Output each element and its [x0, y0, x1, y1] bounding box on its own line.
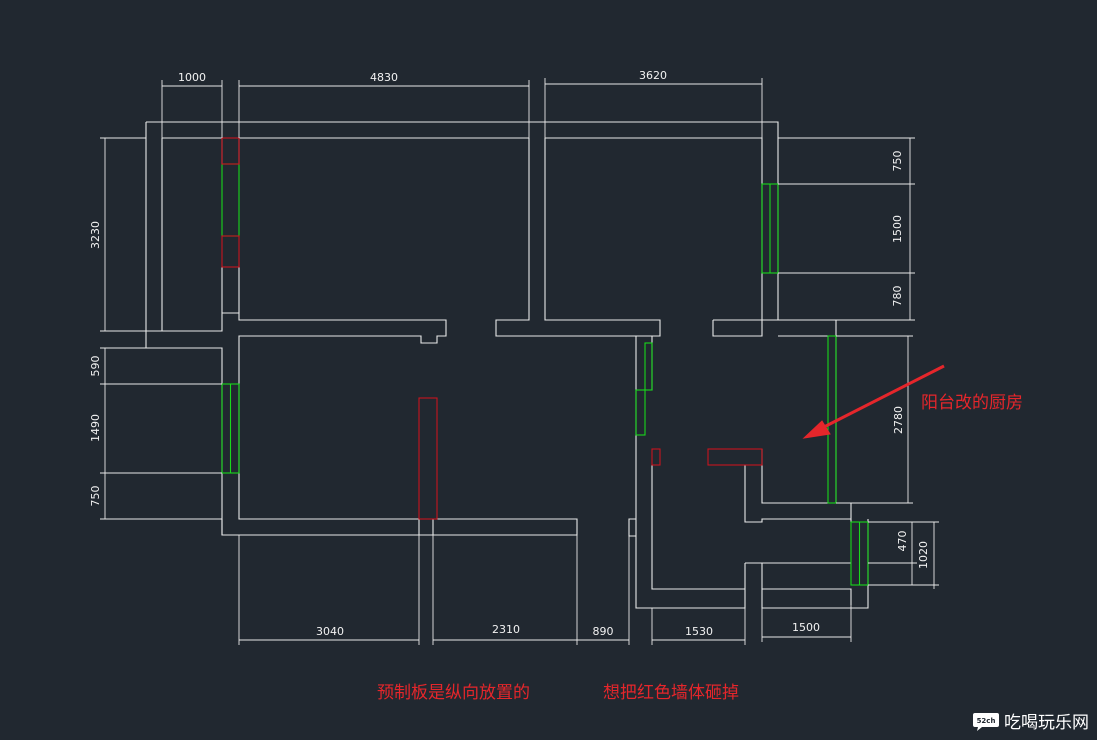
dim-top-1: 1000 — [178, 71, 206, 84]
red-wall-top-left-1 — [221, 137, 240, 165]
red-wall-center — [418, 397, 438, 520]
watermark: 52ch 吃喝玩乐网 — [972, 708, 1089, 733]
wall-left-inner — [161, 138, 447, 520]
wall-center-partition — [495, 138, 661, 337]
dim-left-4: 750 — [89, 486, 102, 507]
red-wall-kitchen-bar — [707, 448, 763, 466]
dim-bottom-4: 1530 — [685, 625, 713, 638]
wall-top-inner — [162, 137, 763, 320]
dim-right-1: 750 — [891, 151, 904, 172]
dim-left-3: 1490 — [89, 414, 102, 442]
dim-top-3: 3620 — [639, 69, 667, 82]
wall-bottom-left — [221, 519, 434, 535]
watermark-logo-text: 52ch — [977, 717, 996, 725]
dimension-lines — [100, 78, 939, 645]
wall-balcony-top — [762, 319, 836, 337]
window-top-left — [221, 163, 240, 237]
watermark-text: 吃喝玩乐网 — [1004, 713, 1089, 733]
dim-right-2: 1500 — [891, 215, 904, 243]
wall-balcony-bottom — [744, 449, 852, 523]
wall-kitchen-left — [635, 336, 653, 465]
dimension-texts: 1000 4830 3620 3230 590 1490 750 750 150… — [89, 69, 930, 638]
walls — [145, 121, 869, 609]
dim-right-3: 780 — [891, 286, 904, 307]
dim-right-4: 2780 — [892, 406, 905, 434]
dim-bottom-1: 3040 — [316, 625, 344, 638]
balcony-kitchen-label: 阳台改的厨房 — [921, 393, 1023, 413]
dim-right-6: 1020 — [917, 541, 930, 569]
slab-note: 预制板是纵向放置的 — [377, 683, 530, 703]
dim-left-1: 3230 — [89, 221, 102, 249]
chat-bubble-logo-icon: 52ch — [973, 712, 999, 731]
dim-right-5: 470 — [896, 531, 909, 552]
window-kitchen — [635, 342, 653, 436]
wall-lower-right-inner — [628, 465, 763, 609]
wall-right-top-lower — [712, 319, 778, 337]
red-wall-kitchen-small — [651, 448, 661, 466]
dim-bottom-3: 890 — [593, 625, 614, 638]
dim-bottom-2: 2310 — [492, 623, 520, 636]
window-right-top — [761, 183, 779, 274]
arrow-annotation — [802, 364, 945, 439]
window-balcony — [827, 335, 837, 504]
dim-bottom-5: 1500 — [792, 621, 820, 634]
wall-lower-right — [761, 519, 869, 609]
window-lower-right — [850, 521, 869, 586]
demolish-note: 想把红色墙体砸掉 — [603, 683, 739, 703]
red-wall-top-left-2 — [221, 235, 240, 268]
dim-top-2: 4830 — [370, 71, 398, 84]
dim-left-2: 590 — [89, 356, 102, 377]
red-walls — [221, 137, 763, 520]
window-left-middle — [221, 383, 240, 474]
wall-top-outer — [146, 121, 779, 320]
